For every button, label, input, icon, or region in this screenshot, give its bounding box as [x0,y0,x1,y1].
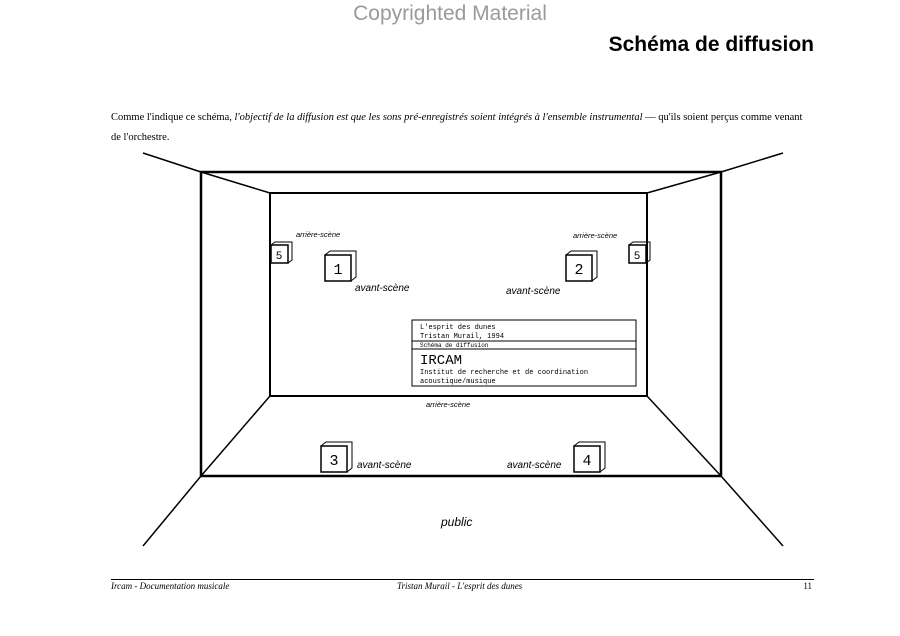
perspective-lines [142,152,784,547]
copyright-watermark: Copyrighted Material [353,2,547,25]
speaker-1-label: 1 [333,262,342,279]
speaker-2: 2 [565,250,598,282]
cartouche: L'esprit des dunes Tristan Murail, 1994 … [411,319,637,387]
label-avant-scene-4: avant-scène [507,460,562,471]
speaker-3: 3 [320,441,353,473]
page-title: Schéma de diffusion [608,33,814,56]
speaker-4: 4 [573,441,606,473]
label-arriere-scene-center: arrière-scène [426,400,470,409]
footer-rule [111,579,814,580]
label-avant-scene-3: avant-scène [357,460,412,471]
intro-lead: Comme l'indique ce schéma, [111,112,235,123]
label-arriere-scene-right: arrière-scène [573,231,617,240]
page-number: 11 [803,581,812,591]
intro-italic: l'objectif de la diffusion est que les s… [234,112,643,123]
cartouche-composer: Tristan Murail, 1994 [420,333,504,341]
footer-left: Ircam - Documentation musicale [111,581,230,591]
speaker-3-label: 3 [329,453,338,470]
speaker-2-label: 2 [574,262,583,279]
label-avant-scene-2: avant-scène [506,286,561,297]
inner-stage [269,192,648,397]
intro-tail: — qu'ils soient perçus comme venant de l… [111,112,803,143]
speaker-5-left-label: 5 [276,251,283,263]
outer-frame [199,170,723,478]
speaker-5-right-label: 5 [634,251,641,263]
speaker-4-label: 4 [582,453,591,470]
cartouche-institute-line1: Institut de recherche et de coordination [420,369,588,377]
speaker-5-left: 5 [270,241,293,264]
cartouche-institute: IRCAM [420,353,462,369]
cartouche-work-title: L'esprit des dunes [420,324,496,332]
cartouche-subtitle: Schéma de diffusion [420,342,489,349]
cartouche-institute-line2: acoustique/musique [420,378,496,386]
footer-center: Tristan Murail - L'esprit des dunes [397,581,523,591]
speaker-5-right: 5 [628,241,651,264]
speaker-1: 1 [324,250,357,282]
intro-paragraph: Comme l'indique ce schéma, l'objectif de… [111,108,811,148]
label-arriere-scene-left: arrière-scène [296,230,340,239]
label-public: public [440,515,472,529]
label-avant-scene-1: avant-scène [355,283,410,294]
